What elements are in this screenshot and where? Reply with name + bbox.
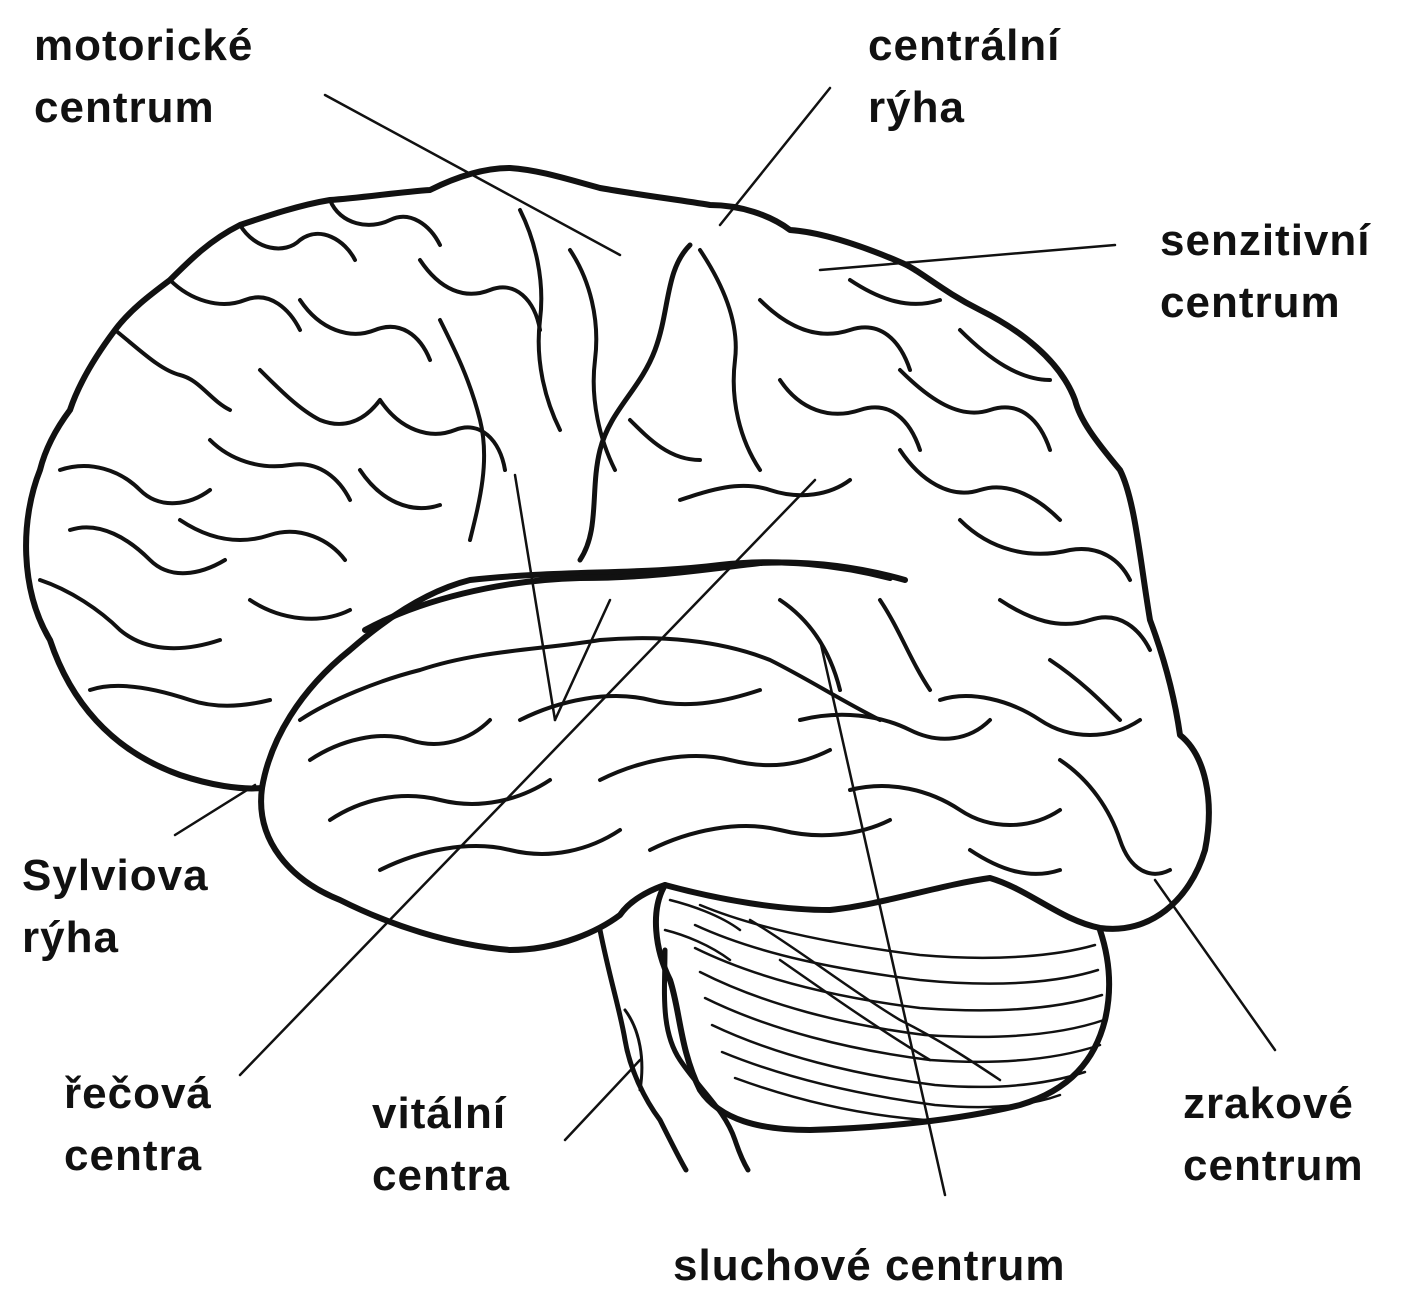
label-speech-line2: centra [64, 1125, 212, 1187]
label-visual-center: zrakové centrum [1183, 1073, 1364, 1197]
temporal-lower-contour [300, 638, 880, 720]
label-visual-line1: zrakové [1183, 1073, 1364, 1135]
label-central-sulcus-line1: centrální [868, 15, 1060, 77]
label-sylvian-line1: Sylviova [22, 845, 209, 907]
temporal-gyri [310, 600, 1170, 874]
leader-vital [565, 1060, 640, 1140]
label-auditory-line1: sluchové centrum [673, 1235, 1066, 1297]
label-motor-line1: motorické [34, 15, 253, 77]
label-central-sulcus: centrální rýha [868, 15, 1060, 139]
label-sylvian-fissure: Sylviova rýha [22, 845, 209, 969]
label-speech-centers: řečová centra [64, 1063, 212, 1187]
label-sensory-line2: centrum [1160, 272, 1371, 334]
leader-visual [1155, 880, 1275, 1050]
label-motor-line2: centrum [34, 77, 253, 139]
label-speech-line1: řečová [64, 1063, 212, 1125]
leader-auditory [820, 640, 945, 1195]
label-central-sulcus-line2: rýha [868, 77, 1060, 139]
cerebellum-folia [665, 900, 1104, 1120]
leader-lines [175, 88, 1275, 1195]
brainstem-back [664, 950, 748, 1170]
leader-motor [325, 95, 620, 255]
label-auditory-center: sluchové centrum [673, 1235, 1066, 1297]
label-vital-line2: centra [372, 1145, 510, 1207]
parietal-gyri [630, 250, 1150, 720]
label-sensory-center: senzitivní centrum [1160, 210, 1371, 334]
frontal-gyri [40, 200, 615, 706]
label-vital-centers: vitální centra [372, 1083, 510, 1207]
label-motor-center: motorické centrum [34, 15, 253, 139]
label-visual-line2: centrum [1183, 1135, 1364, 1197]
leader-sylvian [175, 785, 255, 835]
label-sensory-line1: senzitivní [1160, 210, 1371, 272]
label-sylvian-line2: rýha [22, 907, 209, 969]
label-vital-line1: vitální [372, 1083, 510, 1145]
leader-central-sulcus [720, 88, 830, 225]
leader-speech-2 [515, 475, 555, 720]
